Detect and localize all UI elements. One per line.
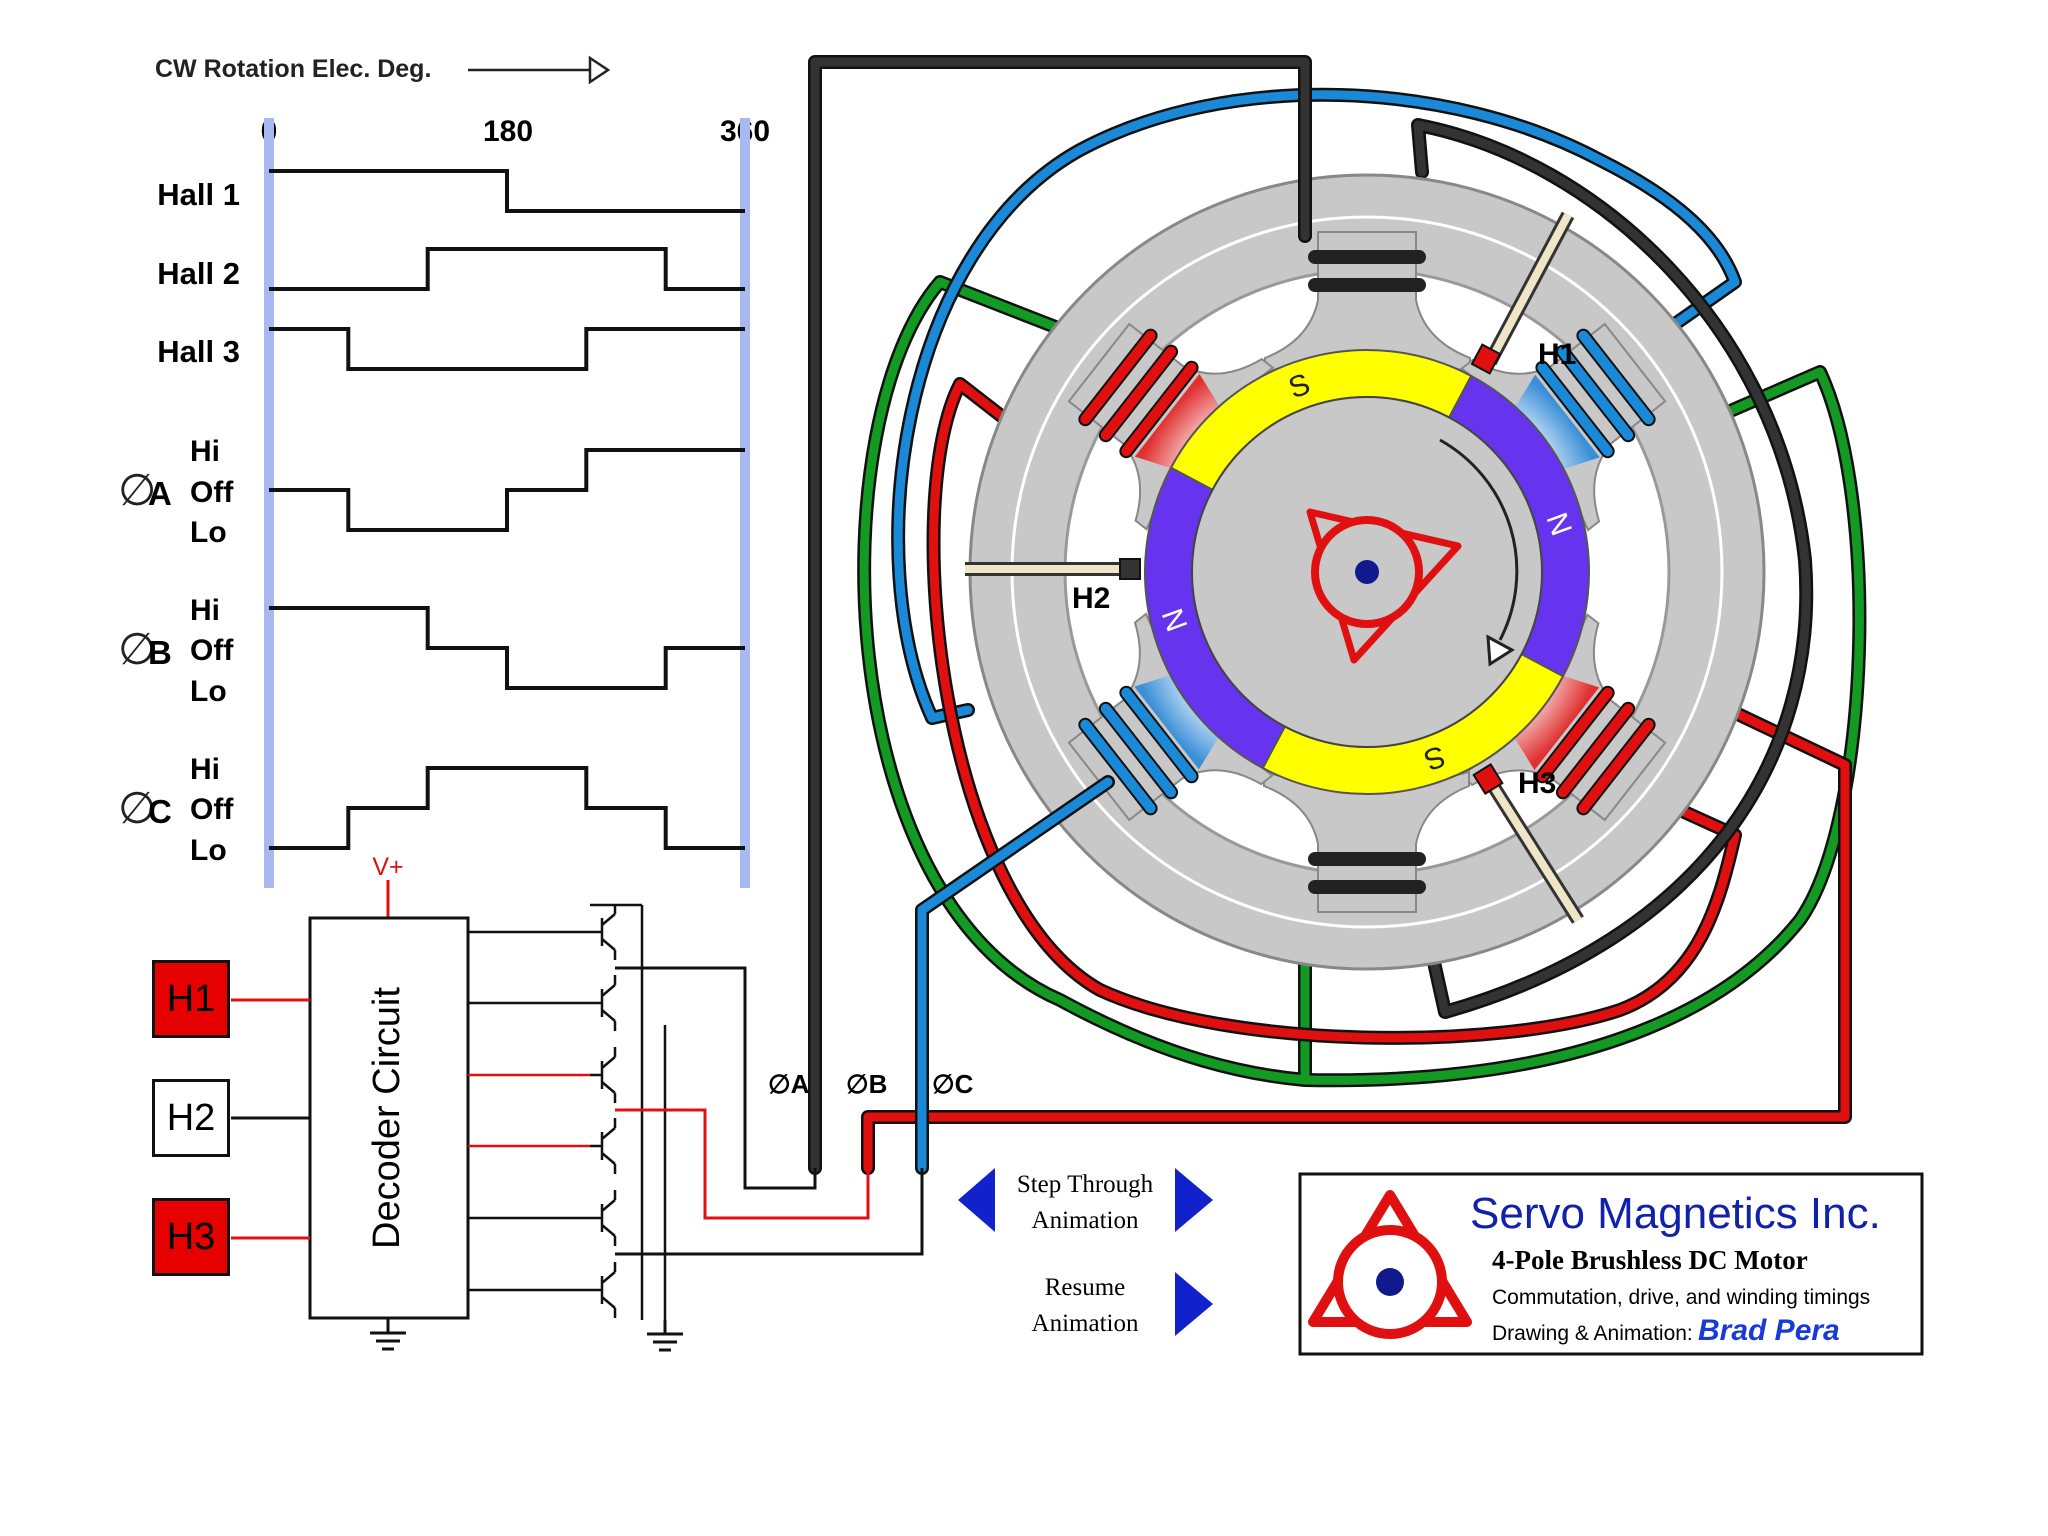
phase-b-off: Off: [190, 634, 234, 667]
stator-coils: [1078, 250, 1656, 894]
decoder-ground-icon: [370, 1318, 406, 1351]
product-subtitle: Commutation, drive, and winding timings: [1492, 1286, 1870, 1309]
phase-c-lo: Lo: [190, 834, 227, 867]
hall-sensor-h3: H3: [1472, 762, 1584, 924]
phase-feed-wires: [808, 55, 1312, 1175]
step-label-line2: Animation: [1032, 1207, 1139, 1234]
phase-b-symbol: ∅: [118, 625, 156, 674]
h1-sensor-label: H1: [166, 977, 216, 1020]
phase-c-symbol: ∅: [118, 784, 156, 833]
phase-a-lo: Lo: [190, 516, 227, 549]
brand-box: Servo Magnetics Inc. 4-Pole Brushless DC…: [1298, 1172, 1924, 1356]
transistor-6: [590, 1262, 617, 1318]
transistor-1: [590, 904, 617, 960]
axis-title: CW Rotation Elec. Deg.: [155, 55, 431, 83]
rotation-direction-arrow: [1439, 438, 1519, 667]
credit-label: Drawing & Animation:: [1492, 1322, 1693, 1345]
phase-a-symbol: ∅: [118, 466, 156, 515]
phase-a-hi: Hi: [190, 435, 220, 468]
arrow-left-icon: [958, 1168, 995, 1232]
rotor: S N S N: [1144, 349, 1590, 795]
shaft-icon: [1306, 508, 1462, 664]
coil-top: [1308, 250, 1426, 292]
h1-motor-label: H1: [1538, 338, 1576, 371]
phase-a-waveform: [269, 448, 745, 532]
h3-motor-label: H3: [1518, 767, 1556, 800]
animation-controls: Step Through Animation Resume Animation: [958, 1168, 1213, 1337]
step-forward-button[interactable]: [1175, 1168, 1213, 1232]
resume-label-line1: Resume: [1045, 1274, 1126, 1301]
transistor-3: [590, 1047, 617, 1103]
phase-a-off: Off: [190, 476, 234, 509]
hall2-waveform: [269, 247, 745, 291]
h2-sensor-label: H2: [166, 1096, 216, 1139]
phase-b-lo: Lo: [190, 675, 227, 708]
phase-a-out-label: ∅A: [768, 1069, 810, 1099]
transistor-bridge: [590, 903, 667, 1320]
hall-sensor-h1: H1: [1470, 211, 1576, 375]
phase-b-letter: B: [148, 634, 172, 671]
phase-c-letter: C: [148, 793, 172, 830]
phase-a-letter: A: [148, 475, 172, 512]
end-guide-line: [740, 118, 750, 888]
phase-c-hi: Hi: [190, 753, 220, 786]
vplus-label: V+: [372, 853, 403, 881]
phase-b-out-label: ∅B: [846, 1069, 887, 1099]
step-label-line1: Step Through: [1017, 1171, 1154, 1198]
hall1-label: Hall 1: [157, 177, 240, 212]
company-logo: [1308, 1190, 1472, 1339]
hall3-label: Hall 3: [157, 334, 240, 369]
decoder-box: [308, 916, 470, 1320]
company-name: Servo Magnetics Inc.: [1470, 1189, 1881, 1238]
h2-sensor-box: H2: [152, 1079, 230, 1157]
drive-circuit: V+ Decoder Circuit: [231, 853, 974, 1352]
transistor-5: [590, 1190, 617, 1246]
hall2-label: Hall 2: [157, 256, 240, 291]
phase-c-out-label: ∅C: [932, 1069, 974, 1099]
hall-sensor-h2: H2: [965, 558, 1141, 615]
arrow-right-icon: [1175, 1168, 1213, 1232]
phase-c-waveform: [269, 766, 745, 850]
coil-upper-left: [1078, 328, 1230, 475]
phase-c-off: Off: [190, 793, 234, 826]
phase-b-hi: Hi: [190, 594, 220, 627]
decoder-label: Decoder Circuit: [366, 987, 408, 1249]
phase-b-waveform: [269, 606, 745, 690]
transistor-4: [590, 1118, 617, 1174]
tick-label-180: 180: [483, 115, 533, 148]
rotation-arrow: [468, 55, 611, 85]
timing-diagram: CW Rotation Elec. Deg. 0 180 360 Hall 1 …: [118, 55, 770, 888]
play-icon: [1175, 1272, 1213, 1336]
h3-sensor-label: H3: [166, 1215, 216, 1258]
step-back-button[interactable]: [958, 1168, 995, 1232]
h1-sensor-box: H1: [152, 960, 230, 1038]
start-guide-line: [264, 118, 274, 888]
product-title: 4-Pole Brushless DC Motor: [1492, 1245, 1808, 1275]
hall1-waveform: [269, 169, 745, 213]
h3-sensor-box: H3: [152, 1198, 230, 1276]
transistor-2: [590, 975, 617, 1031]
resume-button[interactable]: [1175, 1272, 1213, 1336]
credit-name: Brad Pera: [1698, 1314, 1840, 1347]
bridge-ground-icon: [647, 1320, 683, 1352]
resume-label-line2: Animation: [1032, 1310, 1139, 1337]
hall3-waveform: [269, 327, 745, 371]
coil-upper-right: [1504, 328, 1656, 475]
motor-outer-wires: [857, 87, 1867, 1175]
h2-motor-label: H2: [1072, 582, 1110, 615]
hall-sensors: H1 H2 H3: [965, 211, 1584, 924]
coil-bottom: [1308, 852, 1426, 894]
